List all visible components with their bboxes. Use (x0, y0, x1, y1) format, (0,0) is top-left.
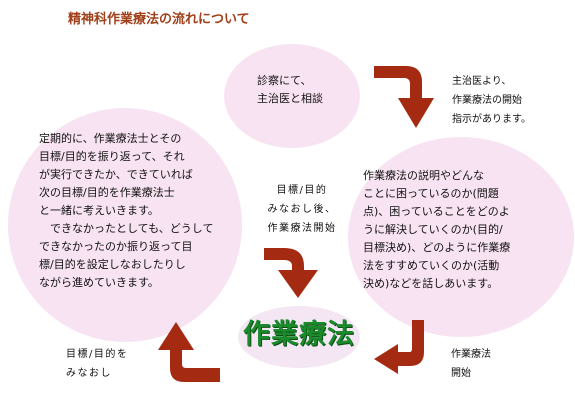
center-label: 作業療法 (243, 319, 355, 350)
arrow-up-left-icon (158, 322, 220, 382)
center-bubble: 作業療法 (238, 306, 360, 368)
start-label: 作業療法 開始 (451, 349, 491, 379)
reset-label: 目標/目的を みなおし (66, 349, 129, 379)
consult-bubble: 診察にて、 主治医と相談 (224, 44, 360, 148)
page-title: 精神科作業療法の流れについて (68, 12, 250, 27)
review-text: 定期的に、作業療法士とその 目標/目的を振り返って、それ が実行できたか、できて… (39, 132, 214, 289)
review-bubble: 定期的に、作業療法士とその 目標/目的を振り返って、それ が実行できたか、できて… (8, 108, 242, 342)
arrow-down-icon (264, 248, 318, 298)
explain-bubble: 作業療法の説明やどんな ことに困っているのか(問題 点)、困っていることをどのよ… (348, 137, 574, 337)
instruction-label: 主治医より、 作業療法の開始 指示があります。 (452, 76, 531, 125)
arrow-left-down-icon (374, 320, 424, 374)
restart-label: 目標/目的 みなおし後、 作業療法開始 (267, 185, 337, 234)
explain-text: 作業療法の説明やどんな ことに困っているのか(問題 点)、困っていることをどのよ… (363, 169, 511, 290)
consult-text: 診察にて、 主治医と相談 (257, 74, 323, 105)
arrow-right-down-icon (374, 66, 434, 128)
